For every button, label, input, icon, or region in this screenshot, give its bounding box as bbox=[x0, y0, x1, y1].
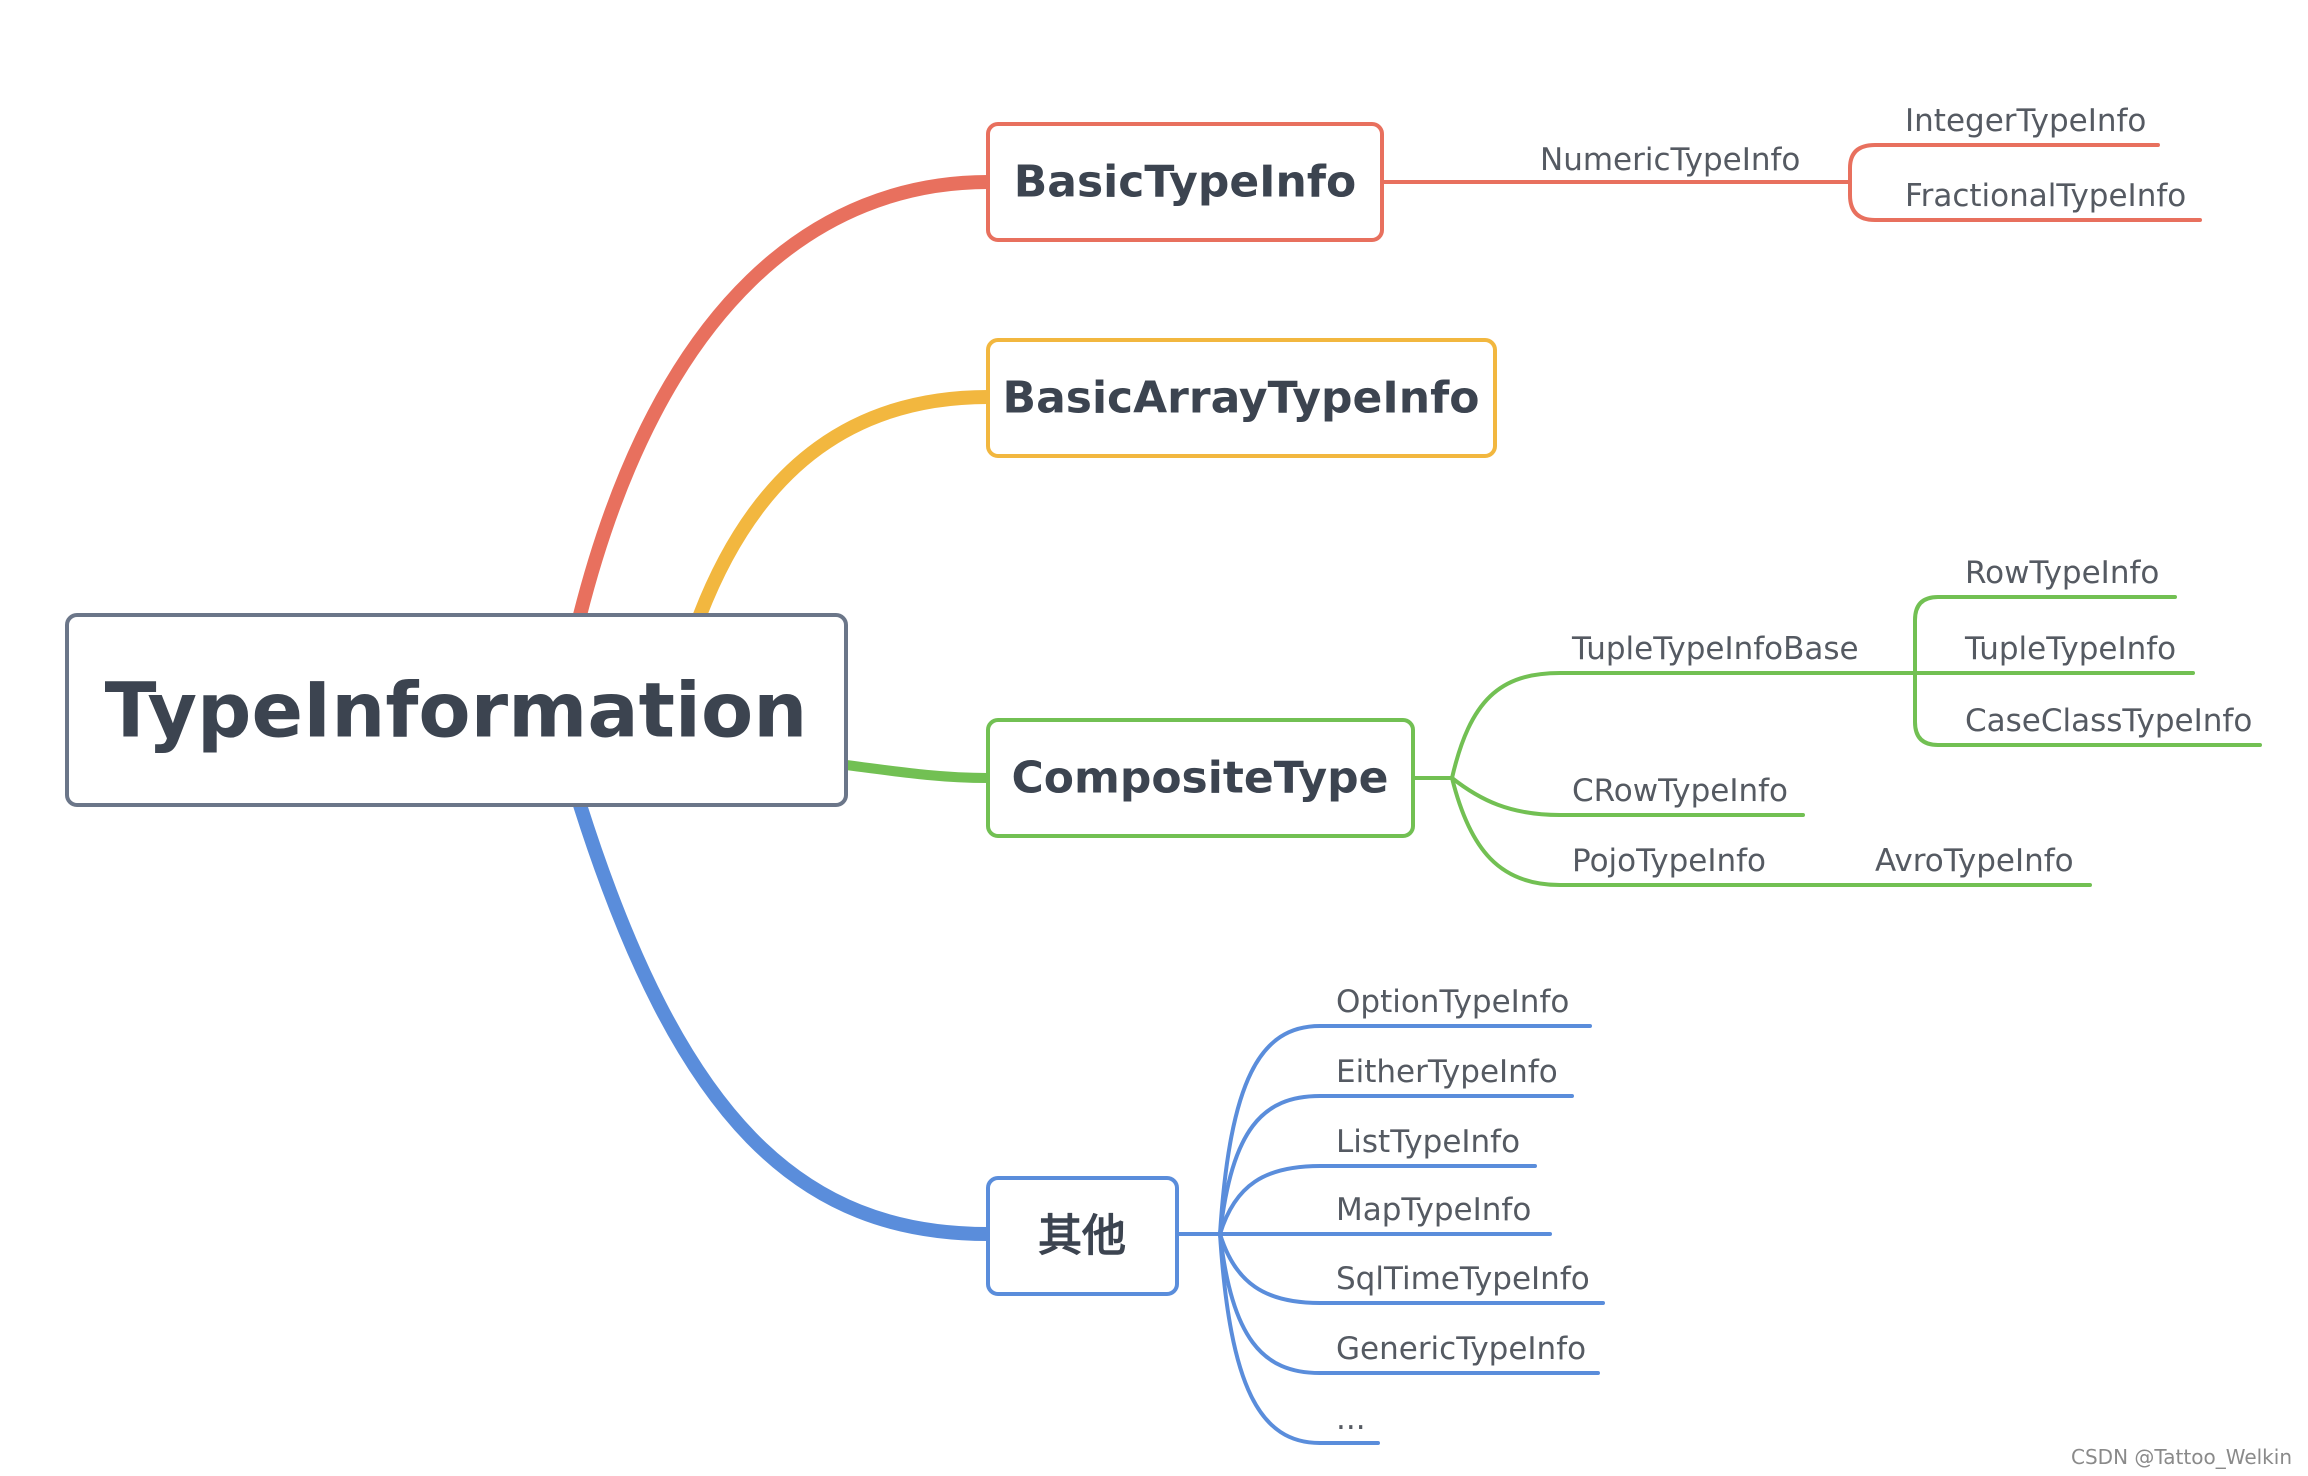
root-node-box[interactable] bbox=[65, 613, 848, 807]
edge-root-array bbox=[693, 390, 995, 622]
edge-tuplebase-caseclass bbox=[1913, 671, 2262, 747]
basic-array-type-info-box[interactable] bbox=[986, 338, 1497, 458]
edge-composite-pojo bbox=[1450, 776, 2092, 887]
edge-root-other bbox=[573, 798, 995, 1241]
basic-type-info-label: BasicTypeInfo bbox=[1014, 157, 1356, 208]
root-node-label: TypeInformation bbox=[105, 666, 808, 755]
edge-other-sqltime bbox=[1218, 1232, 1605, 1305]
generic-type-info-label: GenericTypeInfo bbox=[1336, 1331, 1586, 1367]
either-type-info-label: EitherTypeInfo bbox=[1336, 1054, 1558, 1090]
row-type-info-label: RowTypeInfo bbox=[1965, 555, 2159, 591]
crow-type-info-label: CRowTypeInfo bbox=[1572, 773, 1788, 809]
edge-composite-crow bbox=[1450, 776, 1805, 817]
edge-tuplebase-row bbox=[1913, 595, 2177, 675]
ellipsis-label: ... bbox=[1336, 1401, 1366, 1437]
option-type-info-label: OptionTypeInfo bbox=[1336, 984, 1569, 1020]
edge-other-generic bbox=[1218, 1232, 1600, 1375]
map-type-info-label: MapTypeInfo bbox=[1336, 1192, 1531, 1228]
edge-other-either bbox=[1218, 1094, 1574, 1236]
integer-type-info-label: IntegerTypeInfo bbox=[1905, 103, 2146, 139]
case-class-type-info-label: CaseClassTypeInfo bbox=[1965, 703, 2252, 739]
tuple-type-info-label: TupleTypeInfo bbox=[1964, 631, 2176, 667]
list-type-info-label: ListTypeInfo bbox=[1336, 1124, 1520, 1160]
edge-root-basic bbox=[573, 175, 995, 622]
edge-numeric-fractional bbox=[1848, 180, 2202, 222]
sql-time-type-info-label: SqlTimeTypeInfo bbox=[1336, 1261, 1590, 1297]
basic-array-type-info-label: BasicArrayTypeInfo bbox=[1003, 373, 1480, 424]
numeric-type-info-label: NumericTypeInfo bbox=[1540, 142, 1800, 178]
edge-other-option bbox=[1218, 1024, 1592, 1236]
other-types-label: 其他 bbox=[1038, 1211, 1126, 1262]
pojo-type-info-label: PojoTypeInfo bbox=[1572, 843, 1766, 879]
edge-other-ellipsis bbox=[1218, 1232, 1380, 1445]
edge-composite-tuplebase bbox=[1450, 671, 1917, 780]
avro-type-info-label: AvroTypeInfo bbox=[1875, 843, 2074, 879]
fractional-type-info-label: FractionalTypeInfo bbox=[1905, 178, 2186, 214]
watermark: CSDN @Tattoo_Welkin bbox=[2071, 1445, 2292, 1469]
composite-type-label: CompositeType bbox=[1011, 753, 1388, 804]
edge-numeric-integer bbox=[1848, 143, 2160, 184]
edge-root-composite bbox=[841, 760, 993, 783]
edge-other-list bbox=[1218, 1164, 1537, 1236]
tuple-type-info-base-label: TupleTypeInfoBase bbox=[1571, 631, 1859, 667]
